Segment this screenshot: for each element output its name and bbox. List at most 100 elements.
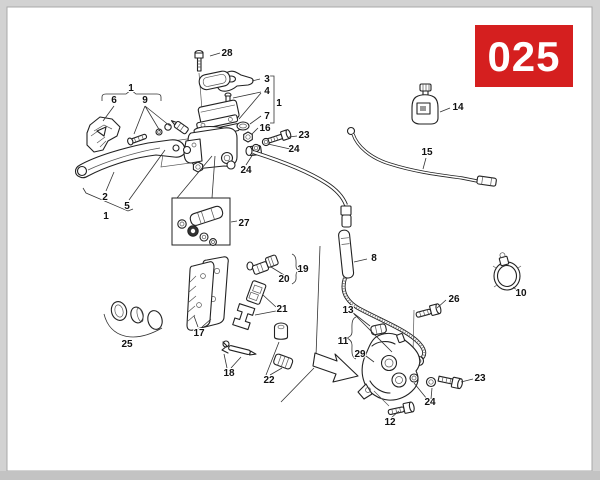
leader-14 xyxy=(439,107,451,113)
leader-6 xyxy=(102,105,115,122)
group-1-bracket-bottom xyxy=(82,187,134,212)
part-label-1: 1 xyxy=(128,83,134,94)
washer-24-c xyxy=(409,373,419,383)
leader-21 xyxy=(254,294,277,316)
bleed-valve-19-20 xyxy=(246,253,301,285)
seal-kit-25 xyxy=(103,301,163,338)
leader-24a xyxy=(267,143,291,150)
part-label-3: 3 xyxy=(264,74,270,85)
leader-2 xyxy=(105,171,115,192)
outlet-port xyxy=(226,160,236,170)
fluid-bottle-14 xyxy=(411,83,451,125)
part-label-21: 21 xyxy=(276,304,288,315)
nut-16 xyxy=(243,131,253,143)
part-label-7: 7 xyxy=(264,111,270,122)
part-label-13: 13 xyxy=(342,305,354,316)
leader-12 xyxy=(390,410,400,419)
leader-8 xyxy=(353,258,368,263)
brake-pads-17 xyxy=(186,256,229,331)
part-label-29: 29 xyxy=(354,349,366,360)
part-label-10: 10 xyxy=(515,288,527,299)
part-label-19: 19 xyxy=(297,264,309,275)
leader-28 xyxy=(209,52,221,57)
part-label-2: 2 xyxy=(102,192,108,203)
part-label-22: 22 xyxy=(263,375,275,386)
part-label-12: 12 xyxy=(384,417,396,428)
leader-15 xyxy=(422,157,427,170)
part-label-23: 23 xyxy=(298,130,310,141)
master-cylinder-assembly xyxy=(182,49,298,173)
part-label-4: 4 xyxy=(264,86,270,97)
page-number-badge: 025 xyxy=(475,25,573,87)
leader-16 xyxy=(251,127,259,135)
leader-27 xyxy=(230,220,238,223)
bottom-band xyxy=(0,471,600,480)
part-label-8: 8 xyxy=(371,253,377,264)
caliper-bolt-link xyxy=(373,390,390,407)
leader-26 xyxy=(436,299,447,309)
pivot-nut xyxy=(192,161,204,173)
brake-hose-8 xyxy=(252,150,427,367)
leader-17 xyxy=(193,315,212,328)
part-label-18: 18 xyxy=(223,368,235,379)
reservoir-cap xyxy=(198,70,231,91)
banjo-bolt-23-caliper xyxy=(437,375,463,390)
bolt-26 xyxy=(415,303,442,318)
bushings-22 xyxy=(265,322,294,376)
group-1-bracket-top xyxy=(101,89,162,101)
arrow-tail-diagonal xyxy=(280,367,315,403)
part-label-9: 9 xyxy=(142,95,148,106)
group-25-bracket xyxy=(103,313,163,338)
part-label-14: 14 xyxy=(452,102,464,113)
lever-pivot-hole xyxy=(172,144,180,152)
cable-end-fitting xyxy=(476,175,497,187)
part-label-1: 1 xyxy=(103,211,109,222)
kit-ring-1 xyxy=(177,219,187,229)
part-label-15: 15 xyxy=(421,147,433,158)
o-ring-7 xyxy=(236,121,250,131)
group-1-bracket-right xyxy=(270,75,275,124)
leader-3 xyxy=(251,78,261,82)
cable-15 xyxy=(346,126,497,187)
part-label-5: 5 xyxy=(124,201,130,212)
leader-9 xyxy=(133,105,171,135)
leader-23 xyxy=(288,135,298,138)
kit-ring-3 xyxy=(209,238,217,246)
leader-20 xyxy=(270,266,285,276)
part-label-27: 27 xyxy=(238,218,250,229)
page-number: 025 xyxy=(487,33,560,80)
pad-pin-18 xyxy=(221,340,257,369)
arrow-tail-vertical xyxy=(315,245,321,357)
washer-24-d xyxy=(425,376,437,388)
hose-sleeve xyxy=(338,229,355,279)
pads-and-seals-group xyxy=(103,245,359,403)
hose-union-nut xyxy=(340,205,352,216)
part-label-24: 24 xyxy=(424,397,436,408)
caliper-bleed-stub xyxy=(396,333,406,344)
leader-5 xyxy=(128,149,166,201)
part-label-20: 20 xyxy=(278,274,290,285)
screw-9 xyxy=(127,133,148,146)
part-label-24: 24 xyxy=(288,144,300,155)
leader-23b xyxy=(460,378,474,383)
part-label-25: 25 xyxy=(121,339,133,350)
page-number-box xyxy=(475,25,573,87)
bolt-12 xyxy=(387,401,415,416)
leader-4 xyxy=(232,91,262,120)
bottle-label-mark xyxy=(420,106,426,111)
banjo-bolt-23 xyxy=(267,129,292,144)
leader-22 xyxy=(265,341,283,376)
part-label-23: 23 xyxy=(474,373,486,384)
kit-piston xyxy=(189,205,224,226)
leader-7 xyxy=(249,115,262,125)
kit-box xyxy=(171,197,231,246)
screw-28 xyxy=(194,49,204,72)
clamp-half-6 xyxy=(86,116,121,153)
part-label-17: 17 xyxy=(193,328,205,339)
caliper-piston-2 xyxy=(391,372,407,388)
part-label-26: 26 xyxy=(448,294,460,305)
hose-clamp-10 xyxy=(492,252,522,292)
leader-29 xyxy=(365,355,375,363)
